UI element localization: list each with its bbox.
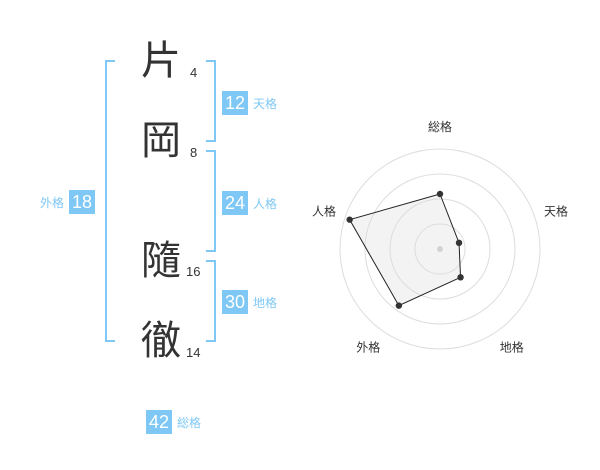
- chikaku-bracket: [206, 260, 216, 342]
- radar-series-polygon: [348, 193, 462, 307]
- jinkaku-badge: 24 人格: [222, 191, 277, 215]
- radar-ring-1: [414, 223, 466, 275]
- stroke-count-3: 16: [186, 264, 201, 279]
- name-char-2: 岡: [141, 118, 181, 164]
- stroke-count-4: 14: [186, 345, 201, 360]
- soukaku-badge: 42 総格: [146, 410, 201, 434]
- stroke-count-1: 4: [190, 65, 198, 80]
- radar-axis-label-1: 総格: [428, 119, 452, 134]
- gaikaku-badge: 外格 18: [40, 190, 96, 214]
- name-char-3: 隨: [141, 238, 181, 284]
- jinkaku-value: 24: [222, 191, 249, 215]
- radar-ring-3: [364, 173, 516, 325]
- chikaku-value: 30: [222, 290, 249, 314]
- radar-axis-label-3: 地格: [500, 340, 524, 355]
- name-char-1: 片: [141, 38, 181, 84]
- stroke-count-2: 8: [190, 145, 198, 160]
- radar-axis-label-4: 外格: [356, 340, 380, 355]
- gaikaku-bracket: [105, 60, 115, 342]
- radar-axis-label-2: 天格: [544, 203, 568, 218]
- tenkaku-value: 12: [222, 91, 249, 115]
- tenkaku-badge: 12 天格: [222, 91, 277, 115]
- radar-point-2: [455, 239, 463, 247]
- jinkaku-bracket: [206, 150, 216, 252]
- name-char-4: 徹: [141, 318, 181, 364]
- radar-center: [437, 246, 443, 252]
- tenkaku-bracket: [206, 60, 216, 142]
- soukaku-label: 総格: [177, 415, 202, 430]
- radar-axis-label-5: 人格: [312, 203, 336, 218]
- radar-point-3: [457, 274, 464, 281]
- soukaku-value: 42: [146, 410, 173, 434]
- radar-ring-4: [339, 148, 541, 350]
- chikaku-label: 地格: [253, 295, 278, 310]
- radar-point-5: [346, 216, 353, 223]
- gaikaku-value: 18: [69, 190, 96, 214]
- jinkaku-label: 人格: [253, 196, 278, 211]
- chikaku-badge: 30 地格: [222, 290, 277, 314]
- gaikaku-label: 外格: [40, 195, 65, 210]
- tenkaku-label: 天格: [253, 96, 278, 111]
- radar-point-4: [395, 302, 403, 309]
- radar-ring-2: [389, 198, 491, 300]
- radar-point-1: [436, 190, 444, 198]
